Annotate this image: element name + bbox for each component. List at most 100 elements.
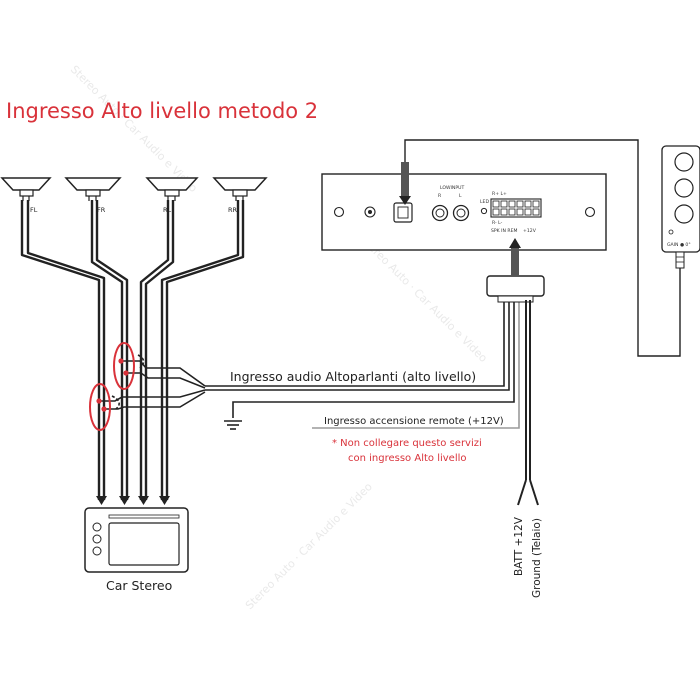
speaker-icon: [0, 177, 52, 191]
tap-dot: [123, 370, 129, 376]
power-wires: [517, 300, 539, 506]
bundle-wire: [205, 300, 510, 391]
wire-rl-b: [144, 200, 175, 500]
note-line-1: * Non collegare questo servizi: [332, 438, 482, 449]
speaker-label: FR: [97, 206, 106, 214]
remote-input-label: Ingresso accensione remote (+12V): [324, 416, 504, 427]
remote-knob: [674, 204, 694, 224]
speaker-magnet: [164, 189, 180, 197]
harness-upper-plug: [511, 245, 519, 276]
speaker-label: FL: [30, 206, 38, 214]
low-input-l: L: [459, 193, 462, 199]
speaker-fl: FL: [0, 177, 52, 214]
amplifier: LOWINPUT R L LED R+ L+ R- L- SPK IN REM …: [321, 173, 607, 251]
car-stereo-button: [92, 534, 102, 544]
wire-fr-b: [95, 200, 129, 500]
note-line-2: con ingresso Alto livello: [348, 453, 467, 464]
mount-hole: [368, 210, 372, 214]
speaker-label: RR: [228, 206, 238, 214]
tap-dot: [101, 406, 107, 412]
terminal-pin: [500, 200, 508, 208]
arrowhead: [119, 496, 130, 505]
ground-out-wire: [529, 479, 539, 506]
terminal-pin: [492, 200, 500, 208]
terminal-pin: [524, 208, 532, 216]
speaker-icon: [64, 177, 122, 191]
tap-dot: [118, 358, 124, 364]
tap-highlight-upper: [113, 342, 135, 390]
terminal-pin: [516, 200, 524, 208]
led-indicator: [480, 207, 488, 215]
remote-led: [668, 229, 674, 235]
remote-plug-tip: [399, 196, 411, 205]
watermark-text: Stereo Auto · Car Audio e Video: [358, 233, 490, 365]
arrowhead: [96, 496, 107, 505]
remote-wire: [312, 300, 520, 429]
speaker-rr: RR: [212, 177, 268, 214]
watermark-text: Stereo Auto · Car Audio e Video: [243, 480, 375, 612]
batt-label: BATT +12V: [513, 516, 525, 576]
wire-fl-b: [26, 200, 106, 500]
ground-label: Ground (Telaio): [531, 518, 543, 598]
terminal-spk-label: SPK IN REM: [491, 228, 518, 234]
arrowhead: [138, 496, 149, 505]
speaker-magnet: [232, 189, 248, 197]
terminal-top-label: R+ L+: [492, 191, 507, 197]
stereo-arrowheads: [96, 496, 170, 505]
tap-wire-lower: [104, 391, 206, 410]
car-stereo-screen: [108, 522, 180, 566]
ground-wire: [232, 300, 515, 418]
remote-strain-relief: [675, 251, 685, 269]
arrowhead: [159, 496, 170, 505]
remote-jack-inner: [397, 206, 409, 219]
low-input-r: R: [438, 193, 442, 199]
tap-highlight-lower: [89, 383, 111, 431]
speaker-input-bundle: [205, 300, 510, 391]
terminal-pin: [532, 200, 540, 208]
led-label: LED: [480, 199, 489, 205]
terminal-pin: [500, 208, 508, 216]
diagram-title: Ingresso Alto livello metodo 2: [6, 99, 318, 123]
terminal-pin: [508, 200, 516, 208]
remote-control-cable: [404, 139, 681, 357]
tap-dots: [96, 358, 129, 412]
car-stereo-button: [92, 546, 102, 556]
batt-wire: [517, 479, 527, 506]
speaker-icon: [212, 177, 268, 191]
tap-wire-lower: [99, 389, 206, 402]
terminal-12v-label: +12V: [523, 228, 537, 234]
terminal-pin: [492, 208, 500, 216]
speaker-magnet: [19, 189, 34, 197]
wire-rr-b: [165, 200, 245, 500]
tap-dot: [96, 398, 102, 404]
tap-dashed: [137, 354, 145, 369]
wire-rl-a: [139, 200, 170, 500]
wire-rr-a: [160, 200, 240, 500]
speaker-icon: [145, 177, 199, 191]
speaker-wires: [20, 200, 245, 500]
car-stereo-slot: [108, 514, 180, 519]
mount-hole: [333, 206, 345, 218]
speaker-input-label: Ingresso audio Altoparlanti (alto livell…: [230, 369, 476, 384]
harness-plug-tip: [509, 238, 521, 248]
watermark-text: Stereo Auto · Car Audio e Video: [68, 63, 200, 195]
rca-right-jack: [435, 208, 445, 218]
terminal-pins: [492, 200, 540, 216]
remote-plug: [401, 162, 409, 198]
terminal-pin: [508, 208, 516, 216]
tap-dashed: [111, 395, 120, 410]
bundle-wire: [205, 300, 505, 387]
remote-controller: GAIN ● 0°: [661, 145, 700, 269]
remote-knob: [674, 178, 694, 198]
terminal-pin: [516, 208, 524, 216]
remote-bottom-label: GAIN ● 0°: [667, 242, 691, 248]
terminal-pin: [524, 200, 532, 208]
wire-fl-a: [20, 200, 101, 500]
harness-plug: [486, 275, 545, 297]
car-stereo: [84, 507, 189, 573]
mount-hole: [584, 206, 596, 218]
rca-left-jack: [456, 208, 466, 218]
speaker-magnet: [85, 189, 101, 197]
